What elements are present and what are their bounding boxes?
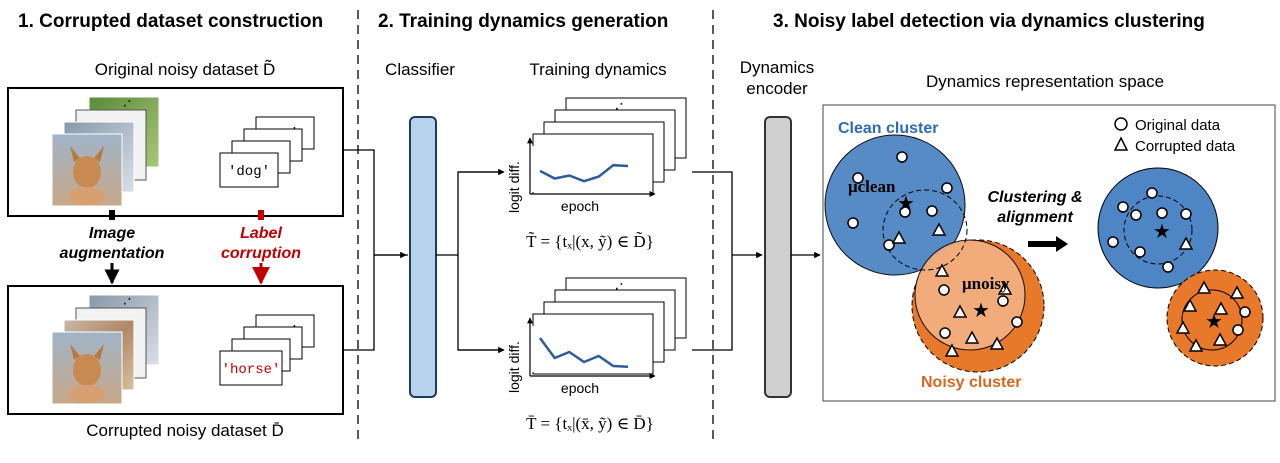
section3-title: 3. Noisy label detection via dynamics cl…: [773, 11, 1205, 32]
dynamics-stack-bottom: ⋰: [522, 277, 687, 379]
legend-triangle-icon: [1113, 136, 1129, 151]
noisy-cluster-label: Noisy cluster: [921, 374, 1021, 391]
classifier-block: [409, 116, 437, 398]
aligned-clean-star: ★: [1153, 221, 1171, 243]
legend: Original data Corrupted data: [1113, 117, 1236, 155]
section1-title: 1. Corrupted dataset construction: [18, 11, 323, 32]
dynamics-stack-top: ⋰: [522, 97, 687, 197]
classifier-label: Classifier: [385, 60, 455, 79]
dashed-overlap-ring: [882, 189, 968, 271]
corrupted-image-stack: ⋰: [51, 294, 160, 405]
original-dataset-box: [7, 87, 344, 217]
noisy-cluster-points: [934, 263, 1023, 357]
representation-space-label: Dynamics representation space: [926, 72, 1164, 91]
bottom-x-axis-label: epoch: [561, 380, 599, 396]
noisy-centroid-star: ★: [972, 300, 990, 322]
aligned-clean-cluster: [1097, 167, 1219, 289]
mu-noisy: μnoisy: [962, 274, 1010, 293]
aligned-noisy-star: ★: [1205, 311, 1223, 333]
legend-circle-icon: [1114, 117, 1128, 131]
original-image-stack: ⋰: [51, 96, 160, 207]
bottom-y-axis-label: logit diff.: [506, 341, 522, 393]
corrupted-label-stack: ⋰ 'horse': [219, 314, 315, 386]
top-x-axis-label: epoch: [561, 198, 599, 214]
clean-centroid-star: ★: [897, 193, 915, 215]
label-corruption-line1: Label: [240, 225, 282, 242]
clean-cluster-label: Clean cluster: [838, 120, 938, 137]
formula-original-dynamics: T̃ = {tₓ|(x, ỹ) ∈ D̃}: [526, 232, 654, 251]
top-y-axis-label: logit diff.: [506, 161, 522, 213]
aligned-noisy-points: [1175, 280, 1251, 352]
original-dataset-caption: Original noisy dataset D̃: [95, 59, 275, 79]
clean-cluster-region: [824, 134, 966, 276]
section2-title: 2. Training dynamics generation: [378, 11, 668, 32]
bottom-dynamics-series: [538, 337, 629, 369]
top-dynamics-series: [539, 163, 629, 183]
legend-original: Original data: [1135, 117, 1221, 134]
label-horse: 'horse': [222, 362, 281, 378]
mu-clean: μclean: [848, 177, 896, 196]
image-augmentation-line1: Image: [89, 225, 135, 242]
dynamics-encoder-block: [764, 116, 792, 398]
legend-corrupted: Corrupted data: [1135, 138, 1236, 155]
formula-corrupted-dynamics: T̄ = {tₓ|(x̄, ỹ) ∈ D̄}: [526, 414, 654, 433]
clean-cluster-points: [847, 151, 953, 251]
encoder-label-line2: encoder: [746, 79, 808, 98]
clustering-label-line2: alignment: [997, 209, 1073, 226]
label-corruption-line2: corruption: [221, 245, 301, 262]
training-dynamics-label: Training dynamics: [529, 60, 666, 79]
connector-corrupted-to-classifier: [343, 255, 375, 351]
stack-ellipsis: ⋰: [118, 97, 132, 113]
aligned-clean-points: [1107, 187, 1194, 273]
connector-original-to-classifier: [343, 149, 408, 256]
image-augmentation-line2: augmentation: [60, 245, 165, 262]
clustering-label-line1: Clustering &: [987, 189, 1082, 206]
label-dog: 'dog': [228, 164, 270, 180]
original-label-stack: ⋰ 'dog': [219, 116, 315, 188]
corrupted-dataset-caption: Corrupted noisy dataset D̄: [86, 421, 284, 440]
encoder-label-line1: Dynamics: [740, 58, 815, 77]
svg-text:⋰: ⋰: [118, 295, 132, 311]
